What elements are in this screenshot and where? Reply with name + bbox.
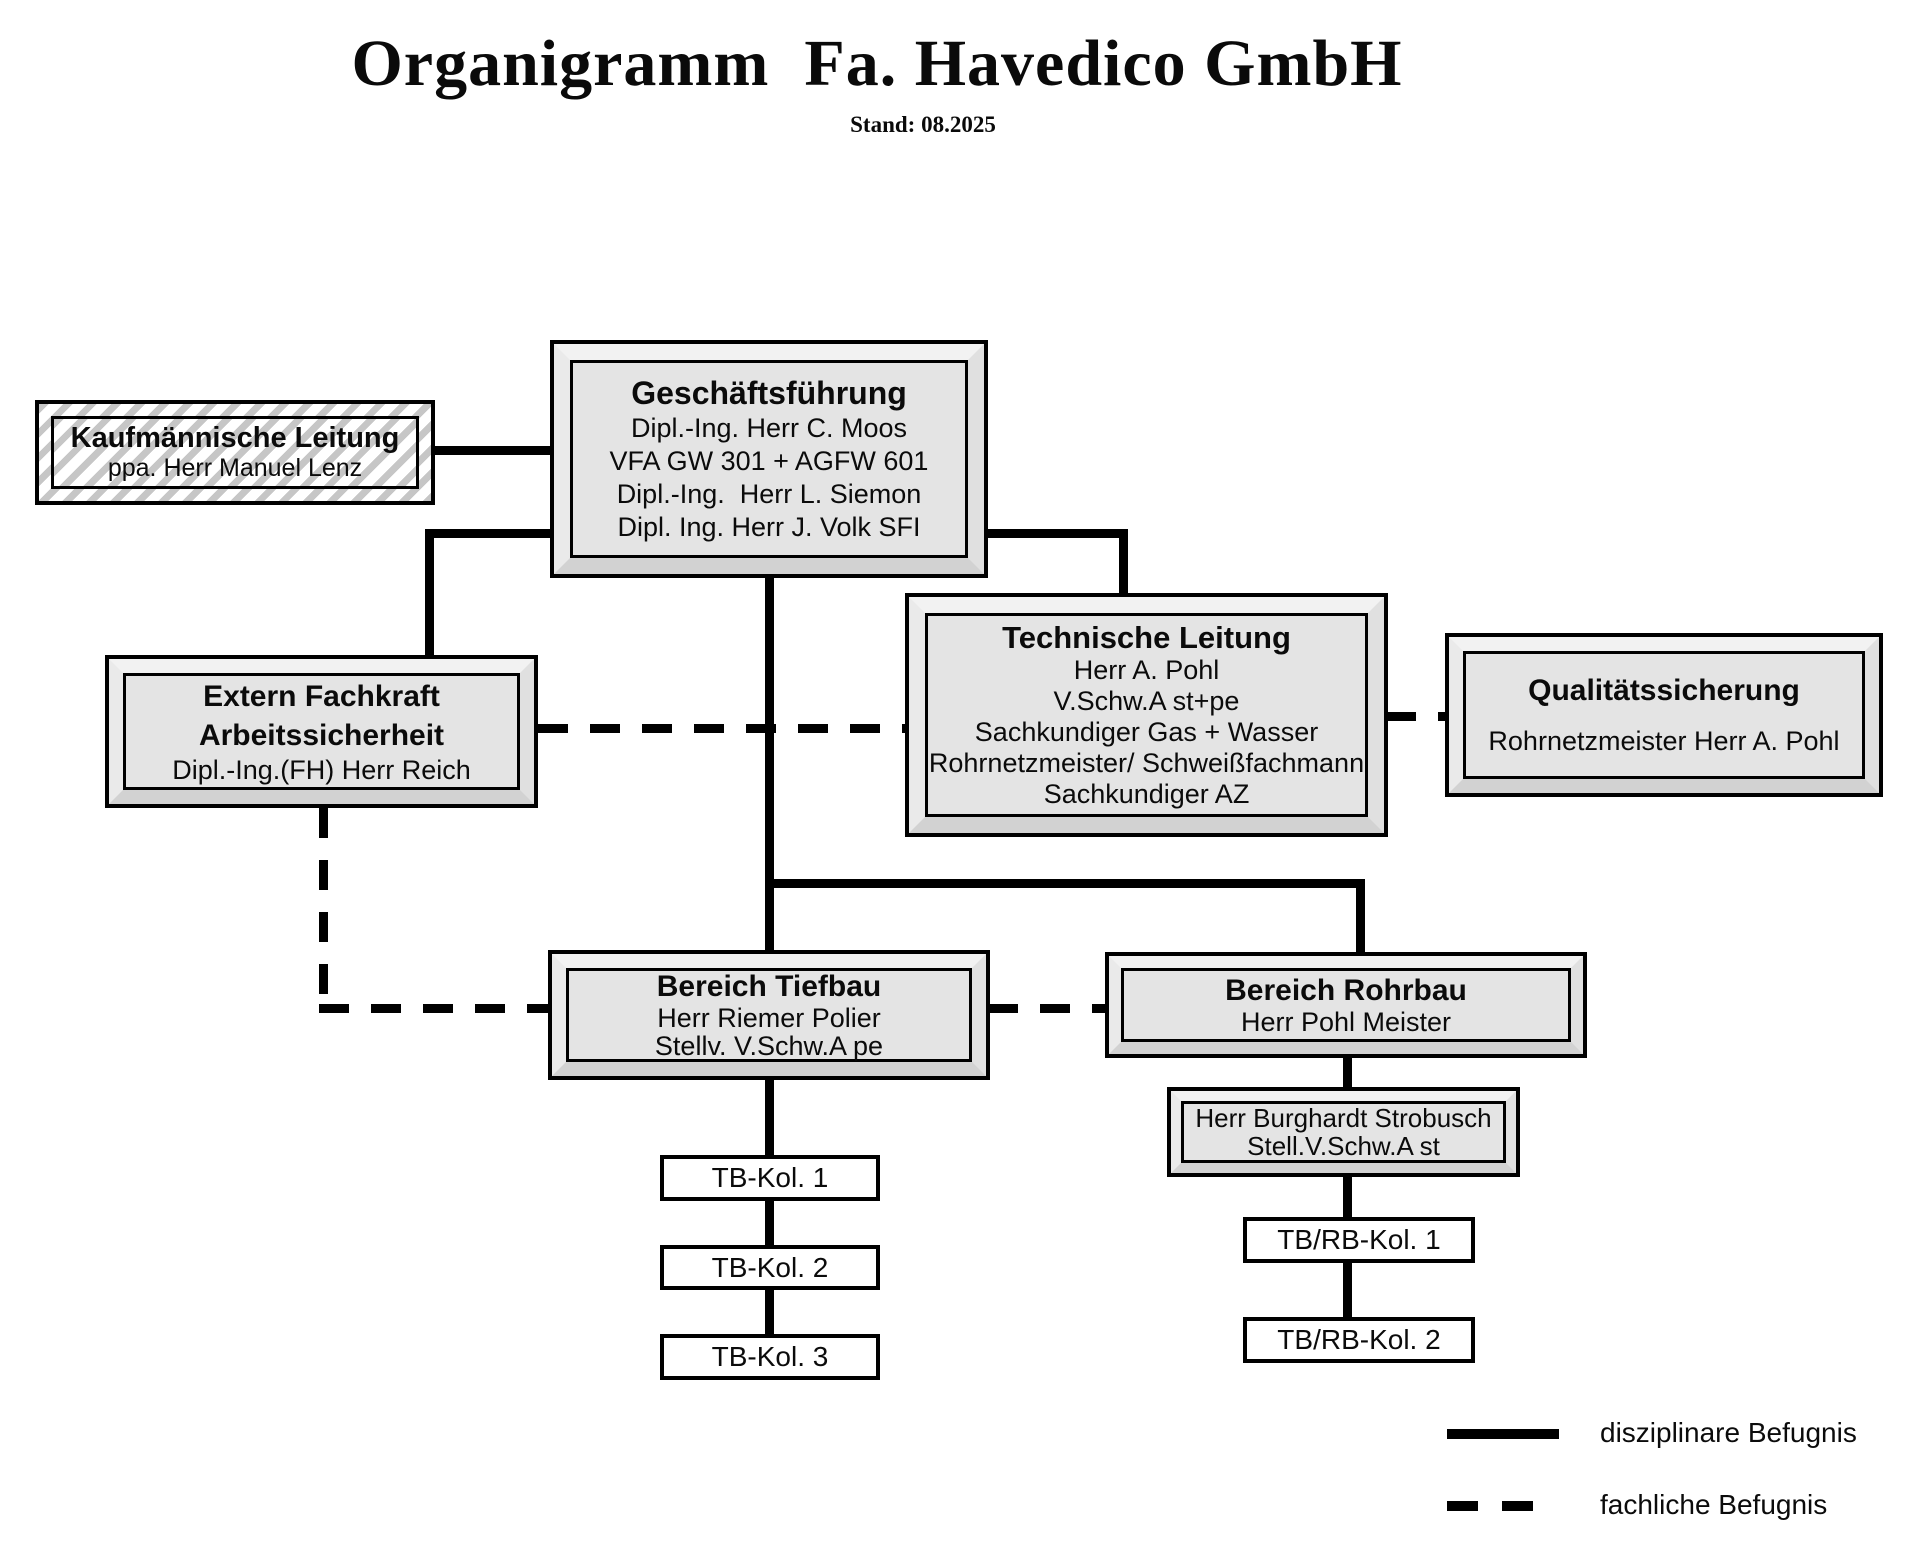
connector-br-sb <box>1343 1056 1352 1089</box>
node-tbrb-kol-1: TB/RB-Kol. 1 <box>1243 1217 1475 1263</box>
node-title: Extern Fachkraft <box>203 680 440 713</box>
node-line: Herr Riemer Polier <box>657 1003 881 1033</box>
node-line: Dipl.-Ing.(FH) Herr Reich <box>172 755 471 785</box>
legend-solid-label: disziplinare Befugnis <box>1600 1417 1857 1448</box>
connector-ef-bt-dashed <box>319 1004 550 1013</box>
legend-dashed-line-sample <box>1447 1501 1537 1511</box>
connector-sb-tbrbkol1 <box>1343 1175 1352 1219</box>
node-line: Dipl.-Ing. Herr C. Moos <box>630 412 908 443</box>
connector-gf-tl-vertical <box>1119 529 1128 597</box>
node-tb-kol-2: TB-Kol. 2 <box>660 1245 880 1290</box>
connector-junction-horizontal <box>765 879 1365 888</box>
connector-tbkol2-tbkol3 <box>765 1288 774 1336</box>
connector-bt-br-dashed <box>988 1004 1107 1013</box>
node-tb-kol-3: TB-Kol. 3 <box>660 1334 880 1380</box>
node-line: Dipl. Ing. Herr J. Volk SFI <box>617 511 921 542</box>
node-bereich-rohrbau: Bereich Rohrbau Herr Pohl Meister <box>1105 952 1587 1058</box>
page-title: Organigramm Fa. Havedico GmbH <box>351 27 1403 100</box>
node-line: V.Schw.A st+pe <box>1053 686 1240 716</box>
node-technische-leitung: Technische Leitung Herr A. Pohl V.Schw.A… <box>905 593 1388 837</box>
node-line: Rohrnetzmeister Herr A. Pohl <box>1488 726 1840 756</box>
node-line: VFA GW 301 + AGFW 601 <box>609 445 929 476</box>
node-line: Sachkundiger Gas + Wasser <box>974 717 1319 747</box>
node-line: Rohrnetzmeister/ Schweißfachmann <box>928 748 1365 778</box>
connector-junction-br-vertical <box>1356 879 1365 954</box>
connector-tbkol1-tbkol2 <box>765 1199 774 1247</box>
connector-gf-ef-horizontal <box>425 529 550 538</box>
legend-solid-line-sample <box>1447 1429 1559 1439</box>
node-line: Herr Burghardt Strobusch <box>1195 1103 1492 1133</box>
node-line: Herr Pohl Meister <box>1240 1006 1452 1037</box>
node-geschaeftsfuehrung: Geschäftsführung Dipl.-Ing. Herr C. Moos… <box>550 340 988 578</box>
node-kaufmaennische-leitung: Kaufmännische Leitung ppa. Herr Manuel L… <box>35 400 435 505</box>
node-title: Arbeitssicherheit <box>198 719 445 752</box>
node-title: Bereich Tiefbau <box>656 970 882 1003</box>
node-title: Geschäftsführung <box>631 374 907 411</box>
connector-ef-tl-dashed <box>538 724 908 733</box>
node-tbrb-kol-2: TB/RB-Kol. 2 <box>1243 1317 1475 1363</box>
node-qualitaetssicherung: Qualitätssicherung Rohrnetzmeister Herr … <box>1445 633 1883 797</box>
node-line: Stellv. V.Schw.A pe <box>654 1031 884 1061</box>
node-extern-fachkraft: Extern Fachkraft Arbeitssicherheit Dipl.… <box>105 655 538 808</box>
connector-tl-qs-dashed <box>1386 712 1448 721</box>
node-line: ppa. Herr Manuel Lenz <box>107 454 363 482</box>
node-title: Bereich Rohrbau <box>1225 973 1467 1007</box>
connector-bt-tbkol1 <box>765 1078 774 1157</box>
node-title: Qualitätssicherung <box>1528 674 1800 707</box>
page-subtitle: Stand: 08.2025 <box>850 112 996 137</box>
node-title: Kaufmännische Leitung <box>70 422 400 454</box>
node-line: Stell.V.Schw.A st <box>1247 1131 1440 1161</box>
node-tb-kol-1: TB-Kol. 1 <box>660 1155 880 1201</box>
node-line: Dipl.-Ing. Herr L. Siemon <box>616 478 922 509</box>
node-line: Sachkundiger AZ <box>1043 779 1250 809</box>
node-title: Technische Leitung <box>1002 620 1291 655</box>
connector-kl-gf <box>435 446 550 455</box>
connector-gf-bt-vertical <box>765 576 774 952</box>
connector-tbrbkol1-tbrbkol2 <box>1343 1261 1352 1319</box>
legend-dashed-label: fachliche Befugnis <box>1600 1489 1828 1520</box>
node-line: Herr A. Pohl <box>1073 655 1220 685</box>
node-bereich-tiefbau: Bereich Tiefbau Herr Riemer Polier Stell… <box>548 950 990 1080</box>
connector-gf-ef-vertical <box>425 529 434 658</box>
connector-gf-tl-horizontal <box>988 529 1128 538</box>
node-strobusch: Herr Burghardt Strobusch Stell.V.Schw.A … <box>1167 1087 1520 1177</box>
connector-ef-down-dashed <box>319 808 328 1013</box>
